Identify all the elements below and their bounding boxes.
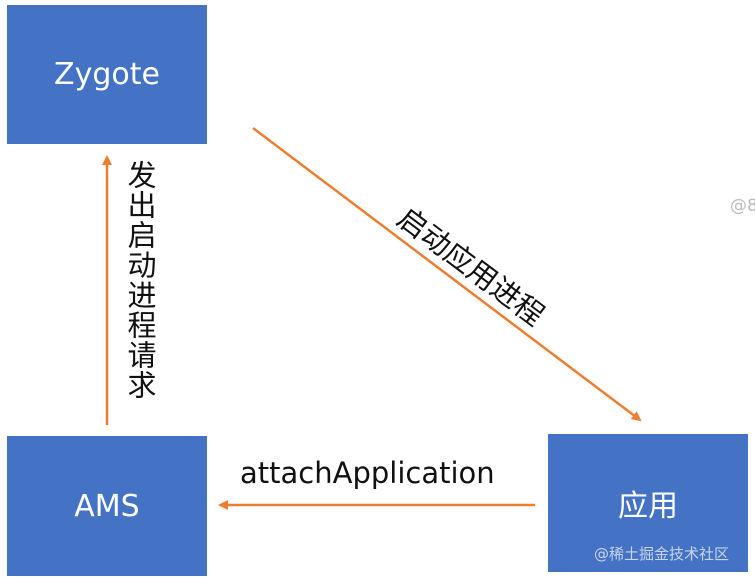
ams-node: AMS: [7, 436, 207, 576]
watermark: @稀土掘金技术社区: [594, 545, 730, 563]
ams-label: AMS: [74, 488, 140, 524]
zygote-node: Zygote: [7, 5, 207, 144]
watermark-partial: @8: [730, 196, 755, 216]
edge-label-request: 发出启动进程请求: [123, 160, 157, 400]
zygote-label: Zygote: [54, 57, 160, 92]
app-label: 应用: [618, 489, 678, 524]
edge-label-attach: attachApplication: [240, 456, 495, 490]
arrow-zygote-to-app: [252, 127, 642, 422]
app-node: 应用: [548, 434, 748, 572]
